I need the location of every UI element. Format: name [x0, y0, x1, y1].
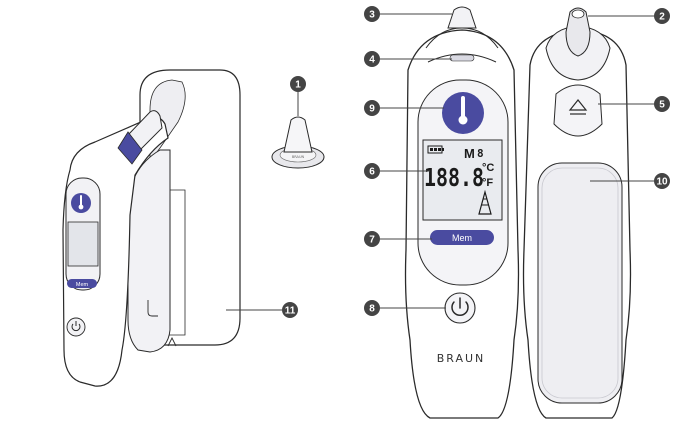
lcd-side	[67, 221, 99, 267]
eject-icon-triangle	[568, 99, 588, 111]
callout-6: 6	[364, 163, 380, 179]
brand-logo: BRAUN	[437, 352, 486, 365]
eject-icon	[568, 99, 588, 115]
callout-4-badge	[364, 51, 380, 67]
callout-7-badge	[364, 231, 380, 247]
callout-2: 2	[654, 8, 670, 24]
back-probe-tip	[571, 9, 585, 19]
probe-cover-brand: BRAUN	[292, 155, 305, 159]
battery-icon-bar-1	[430, 148, 433, 151]
callout-8-badge	[364, 300, 380, 316]
callout-9-badge	[364, 100, 380, 116]
probe-tip-side	[127, 110, 163, 151]
battery-door	[537, 162, 623, 404]
callout-5-label: 5	[659, 100, 665, 111]
thermometer-in-holder: Mem	[62, 69, 241, 387]
callout-1-label: 1	[295, 80, 301, 91]
probe-cover-cone	[283, 116, 313, 153]
mem-button[interactable]	[430, 230, 494, 245]
callout-5: 5	[654, 96, 670, 112]
storage-case-hook	[147, 300, 158, 317]
thermometer-icon-side-bulb	[78, 204, 84, 210]
callout-3: 3	[364, 6, 380, 22]
callout-11-badge	[282, 302, 298, 318]
mem-button-label: Mem	[452, 233, 472, 243]
power-button-side[interactable]	[66, 317, 86, 337]
callout-10: 10	[654, 173, 670, 189]
probe-cover: BRAUN	[271, 92, 325, 169]
callout-7-label: 7	[369, 235, 375, 246]
battery-icon	[427, 145, 444, 154]
mem-number: 8	[477, 147, 484, 160]
mem-button-side[interactable]	[67, 279, 97, 288]
callout-5-badge	[654, 96, 670, 112]
callout-11: 11	[282, 302, 298, 318]
callout-4-label: 4	[369, 55, 375, 66]
storage-case-slot	[165, 189, 186, 336]
callout-10-badge	[654, 173, 670, 189]
callout-8-label: 8	[369, 304, 375, 315]
thermometer-front-view: M 8 188.8 °C °F Mem BRAUN	[404, 6, 520, 419]
callout-9-label: 9	[369, 104, 375, 115]
callout-3-badge	[364, 6, 380, 22]
callout-6-label: 6	[369, 167, 375, 178]
power-icon-side	[71, 323, 81, 332]
front-probe	[447, 6, 477, 29]
battery-icon-bar-2	[434, 148, 437, 151]
power-icon	[451, 301, 469, 317]
back-probe	[565, 7, 591, 57]
probe-ring-side	[117, 131, 143, 165]
unit-celsius: °C	[482, 162, 494, 174]
battery-icon-bar-3	[438, 148, 441, 151]
battery-icon-tip	[442, 148, 444, 151]
callout-1: 1	[290, 76, 306, 92]
callout-9: 9	[364, 100, 380, 116]
callout-1-badge	[290, 76, 306, 92]
callout-7: 7	[364, 231, 380, 247]
mem-button-side-label: Mem	[76, 282, 89, 288]
callout-3-label: 3	[369, 10, 375, 21]
mem-indicator: M	[464, 146, 475, 161]
front-probe-base	[425, 27, 499, 49]
callout-11-label: 11	[285, 306, 296, 317]
callout-2-badge	[654, 8, 670, 24]
callout-8: 8	[364, 300, 380, 316]
leader-lines	[226, 13, 654, 311]
battery-door-inner	[541, 167, 619, 399]
thermometer-back-view	[522, 7, 632, 419]
storage-case-base-mark	[167, 336, 177, 347]
callout-10-label: 10	[656, 177, 668, 188]
fever-tree-icon	[478, 189, 492, 215]
callout-6-badge	[364, 163, 380, 179]
fever-tree-icon-shape	[478, 189, 492, 215]
lcd-digits: 188.8	[424, 163, 484, 192]
lens-filter-window	[449, 54, 475, 62]
callout-2-label: 2	[659, 12, 665, 23]
thermometer-icon-bulb	[458, 115, 468, 125]
unit-fahrenheit: °F	[482, 177, 493, 189]
front-lens-band	[427, 53, 497, 63]
thermometer-side-view: Mem	[62, 110, 169, 387]
callout-4: 4	[364, 51, 380, 67]
